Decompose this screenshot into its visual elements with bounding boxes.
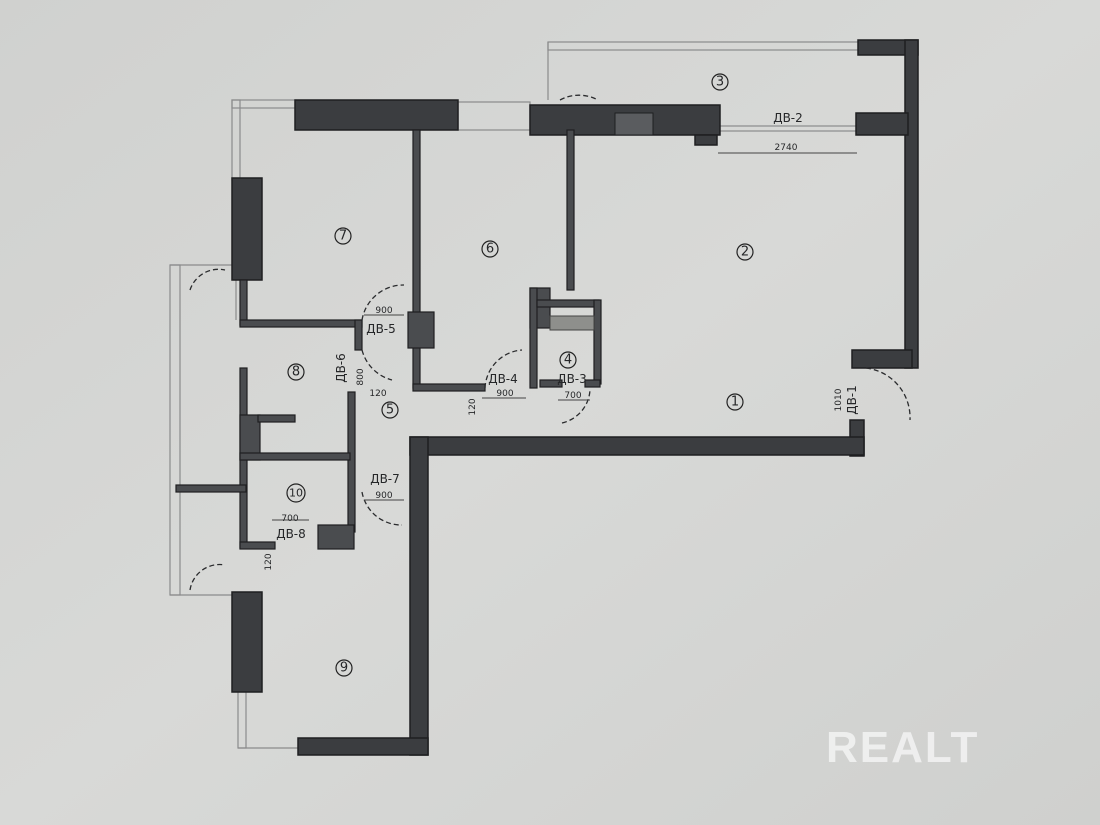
svg-text:900: 900 (496, 389, 513, 399)
svg-text:4: 4 (564, 353, 572, 368)
room-2: 2 (736, 243, 754, 261)
room-numbers: 1 2 3 4 5 6 7 8 9 10 (286, 73, 754, 677)
svg-text:900: 900 (375, 491, 392, 501)
svg-text:8: 8 (292, 365, 300, 380)
svg-text:700: 700 (564, 391, 581, 401)
walls (175, 39, 919, 756)
door-dv5: ДВ-5 (366, 322, 396, 336)
svg-text:120: 120 (369, 389, 386, 399)
room-9: 9 (335, 659, 353, 677)
svg-text:5: 5 (386, 403, 394, 418)
svg-text:7: 7 (339, 229, 347, 244)
room-5: 5 (381, 401, 399, 419)
room-3: 3 (711, 73, 729, 91)
room-1: 1 (726, 393, 744, 411)
svg-text:700: 700 (281, 514, 298, 524)
door-dv7: ДВ-7 (370, 472, 400, 486)
svg-text:6: 6 (486, 242, 494, 257)
room-7: 7 (334, 227, 352, 245)
door-dv8: ДВ-8 (276, 527, 306, 541)
door-dv2: ДВ-2 (773, 111, 803, 125)
svg-text:2: 2 (741, 245, 749, 260)
svg-text:10: 10 (289, 487, 303, 500)
door-dv6: ДВ-6 (334, 353, 348, 383)
svg-text:120: 120 (468, 398, 478, 415)
svg-text:800: 800 (356, 368, 366, 385)
svg-text:1010: 1010 (834, 388, 844, 411)
svg-text:1: 1 (731, 395, 739, 410)
svg-text:2740: 2740 (775, 143, 798, 153)
door-dv3: ДВ-3 (557, 372, 587, 386)
door-dv1: ДВ-1 (845, 385, 859, 415)
room-4: 4 (559, 351, 577, 369)
door-dv4: ДВ-4 (488, 372, 518, 386)
svg-text:9: 9 (340, 661, 348, 676)
room-6: 6 (481, 240, 499, 258)
door-labels: ДВ-1 ДВ-2 ДВ-3 ДВ-4 ДВ-5 ДВ-6 ДВ-7 ДВ-8 (276, 111, 859, 541)
svg-text:3: 3 (716, 75, 724, 90)
room-10: 10 (286, 483, 306, 503)
room-8: 8 (287, 363, 305, 381)
door-swings (189, 94, 911, 591)
dimensions: 2740 900 800 120 900 120 700 1010 900 70… (264, 143, 857, 571)
svg-text:900: 900 (375, 306, 392, 316)
svg-text:120: 120 (264, 553, 274, 570)
watermark-logo: REALT (826, 723, 979, 772)
